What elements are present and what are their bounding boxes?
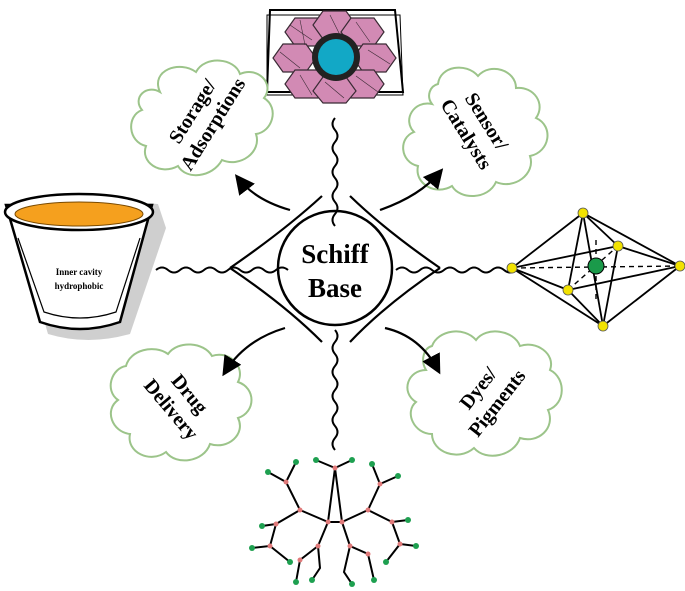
cup-liquid [14,201,144,227]
arrow-storage [234,174,291,212]
wave-top [331,117,339,227]
cloud-storage [130,59,274,176]
application-arrows [222,168,444,377]
dendrimer-ends [249,457,419,587]
framework-pore [318,39,354,75]
cloud-sensor [402,66,549,197]
arrow-dyes [384,326,441,375]
framework-grid [279,14,391,99]
dendrimer-joints [267,465,403,563]
arrow-drug [222,326,286,377]
center-label-line2: Base [308,273,362,303]
cloud-dyes [406,330,563,457]
connector-arcs [229,195,441,343]
wave-right [395,266,517,274]
cup-label-line1: Inner cavity [56,267,103,277]
cup-label-line2: hydrophobic [55,281,104,291]
wave-bottom [331,329,339,451]
cloud-drug [109,343,253,462]
arrow-sensor [379,168,444,212]
wavy-linkers [155,117,517,451]
framework-border [265,9,405,93]
center-label-line1: Schiff [301,239,370,269]
octahedral-cluster [506,207,685,332]
wave-left [155,266,289,274]
cluster-nodes [506,207,685,332]
dendrimer [249,457,419,587]
clouds [109,59,563,462]
cup-body [4,203,154,331]
cluster-core [587,257,605,275]
cavity-cup: Inner cavity hydrophobic [3,192,166,340]
framework-structure [265,9,405,104]
